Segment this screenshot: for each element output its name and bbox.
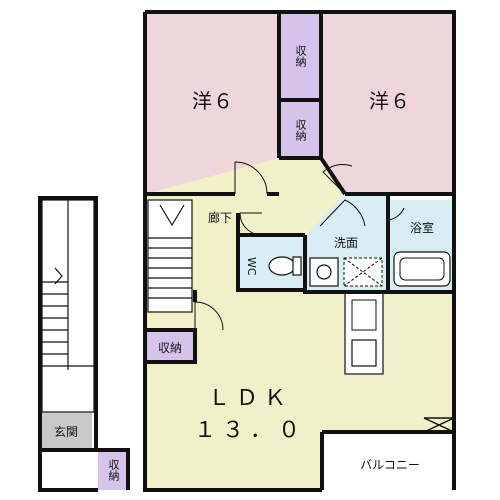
kitchen-counter [344,291,384,375]
stair-interior [147,199,193,313]
storage-lower-label: 収納 [294,119,307,141]
entrance-area [40,412,92,450]
ldk-label-area: １３．０ [193,418,306,443]
ldk-label: ＬＤＫ １３．０ [190,380,310,450]
washroom-label: 洗面 [333,235,358,250]
storage-entrance-label: 収納 [107,459,120,481]
bedroom-right-area [321,12,454,194]
storage-entrance-area [98,450,128,490]
washbasin [309,257,339,287]
toilet-bowl [268,256,296,276]
kitchen-stove [351,299,377,331]
bathtub [393,251,451,287]
balcony-label: バルコニー [360,457,420,472]
storage-lower-area [279,100,321,158]
storage-ldk-label: 収納 [157,340,182,355]
toilet-label: WC [245,256,258,276]
bedroom-right-label: 洋６ [369,88,411,113]
stair-left [41,199,95,413]
bathroom-label: 浴室 [409,220,434,235]
balcony-rail [423,417,455,433]
storage-ldk-area [145,330,195,362]
entrance-label: 玄関 [53,424,78,439]
walls [143,10,456,492]
bedroom-left-area [145,12,279,194]
entrance-walls [38,196,130,492]
storage-upper-label: 収納 [294,45,307,67]
bedroom-left-label: 洋６ [192,88,234,113]
storage-upper-area [279,12,321,100]
corridor-label: 廊下 [207,210,232,225]
balcony-area [322,432,454,490]
ldk-label-name: ＬＤＫ [207,386,292,411]
corridor-area [145,158,345,330]
kitchen-sink [351,339,377,367]
